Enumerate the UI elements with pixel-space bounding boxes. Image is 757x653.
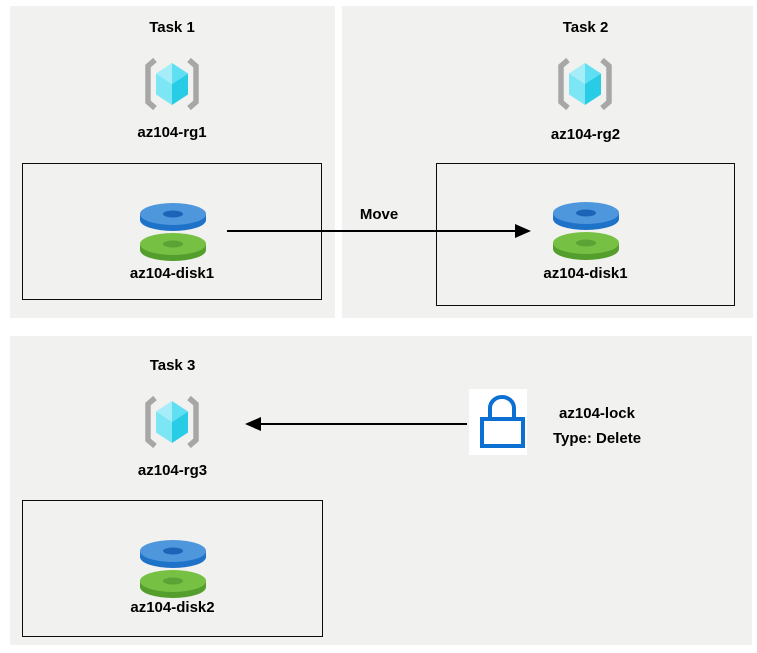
task3-panel: Task 3 az104-rg3: [10, 336, 752, 645]
lock-type: Type: Delete: [552, 430, 642, 447]
task1-title: Task 1: [149, 19, 195, 36]
task1-panel: Task 1 az104-rg1: [10, 6, 335, 318]
resource-group-icon: [142, 395, 202, 449]
disk-icon: [549, 199, 623, 263]
resource-container-box: az104-disk1: [436, 163, 735, 306]
lock-annotation: az104-lock Type: Delete: [517, 401, 677, 451]
disk-name: az104-disk1: [129, 265, 215, 282]
resource-group-icon: [142, 57, 202, 111]
resource-group-name: az104-rg3: [137, 462, 208, 479]
disk-icon: [136, 200, 210, 264]
task2-title: Task 2: [562, 19, 609, 36]
lock-name: az104-lock: [559, 405, 635, 422]
disk-name: az104-disk2: [130, 599, 215, 616]
disk-name: az104-disk1: [543, 265, 628, 282]
move-arrow-label: Move: [359, 206, 399, 223]
resource-group-icon: [555, 57, 615, 111]
resource-container-box: az104-disk2: [22, 500, 323, 637]
resource-group-name: az104-rg2: [550, 126, 621, 143]
task2-panel: Task 2 az104-rg2: [342, 6, 753, 318]
task3-title: Task 3: [149, 357, 196, 374]
disk-icon: [136, 537, 210, 601]
lock-icon: [469, 389, 527, 455]
resource-group-name: az104-rg1: [137, 124, 207, 141]
resource-container-box: az104-disk1: [22, 163, 322, 300]
